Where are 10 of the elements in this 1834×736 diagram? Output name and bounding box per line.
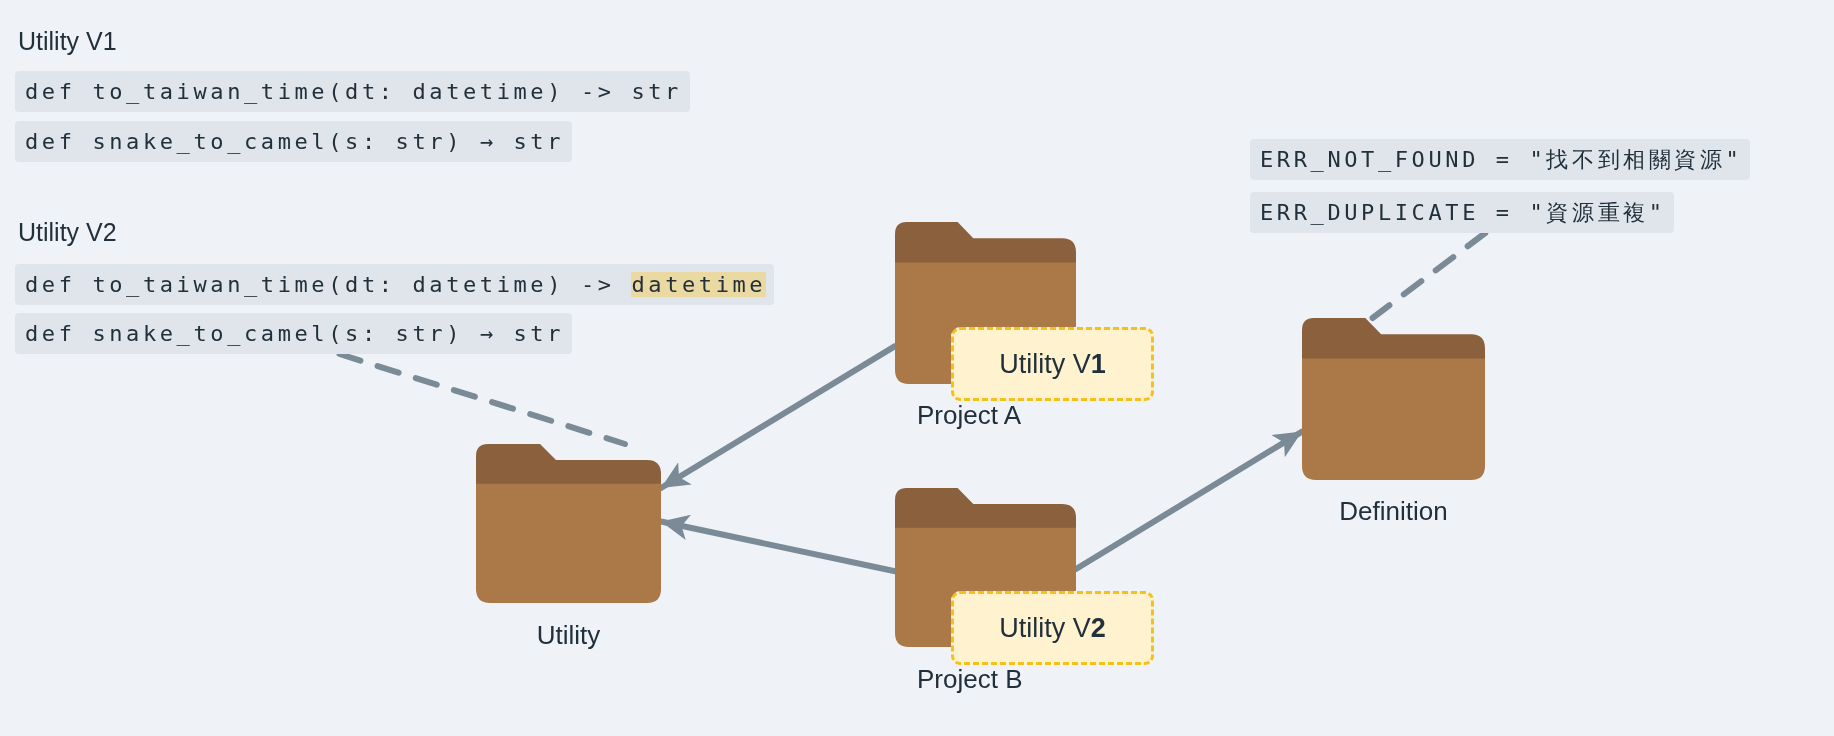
folder-label: Project B <box>917 664 1023 695</box>
folder-label: Definition <box>1339 496 1448 527</box>
folder-label: Project A <box>917 400 1022 431</box>
version-badge: Utility V2 <box>951 591 1154 665</box>
leader-line <box>1369 230 1489 321</box>
version-badge: Utility V1 <box>951 327 1154 401</box>
section-heading: Utility V2 <box>18 218 117 247</box>
folder-label: Utility <box>536 620 601 651</box>
leader-line <box>336 351 628 447</box>
section-heading: Utility V1 <box>18 27 117 56</box>
